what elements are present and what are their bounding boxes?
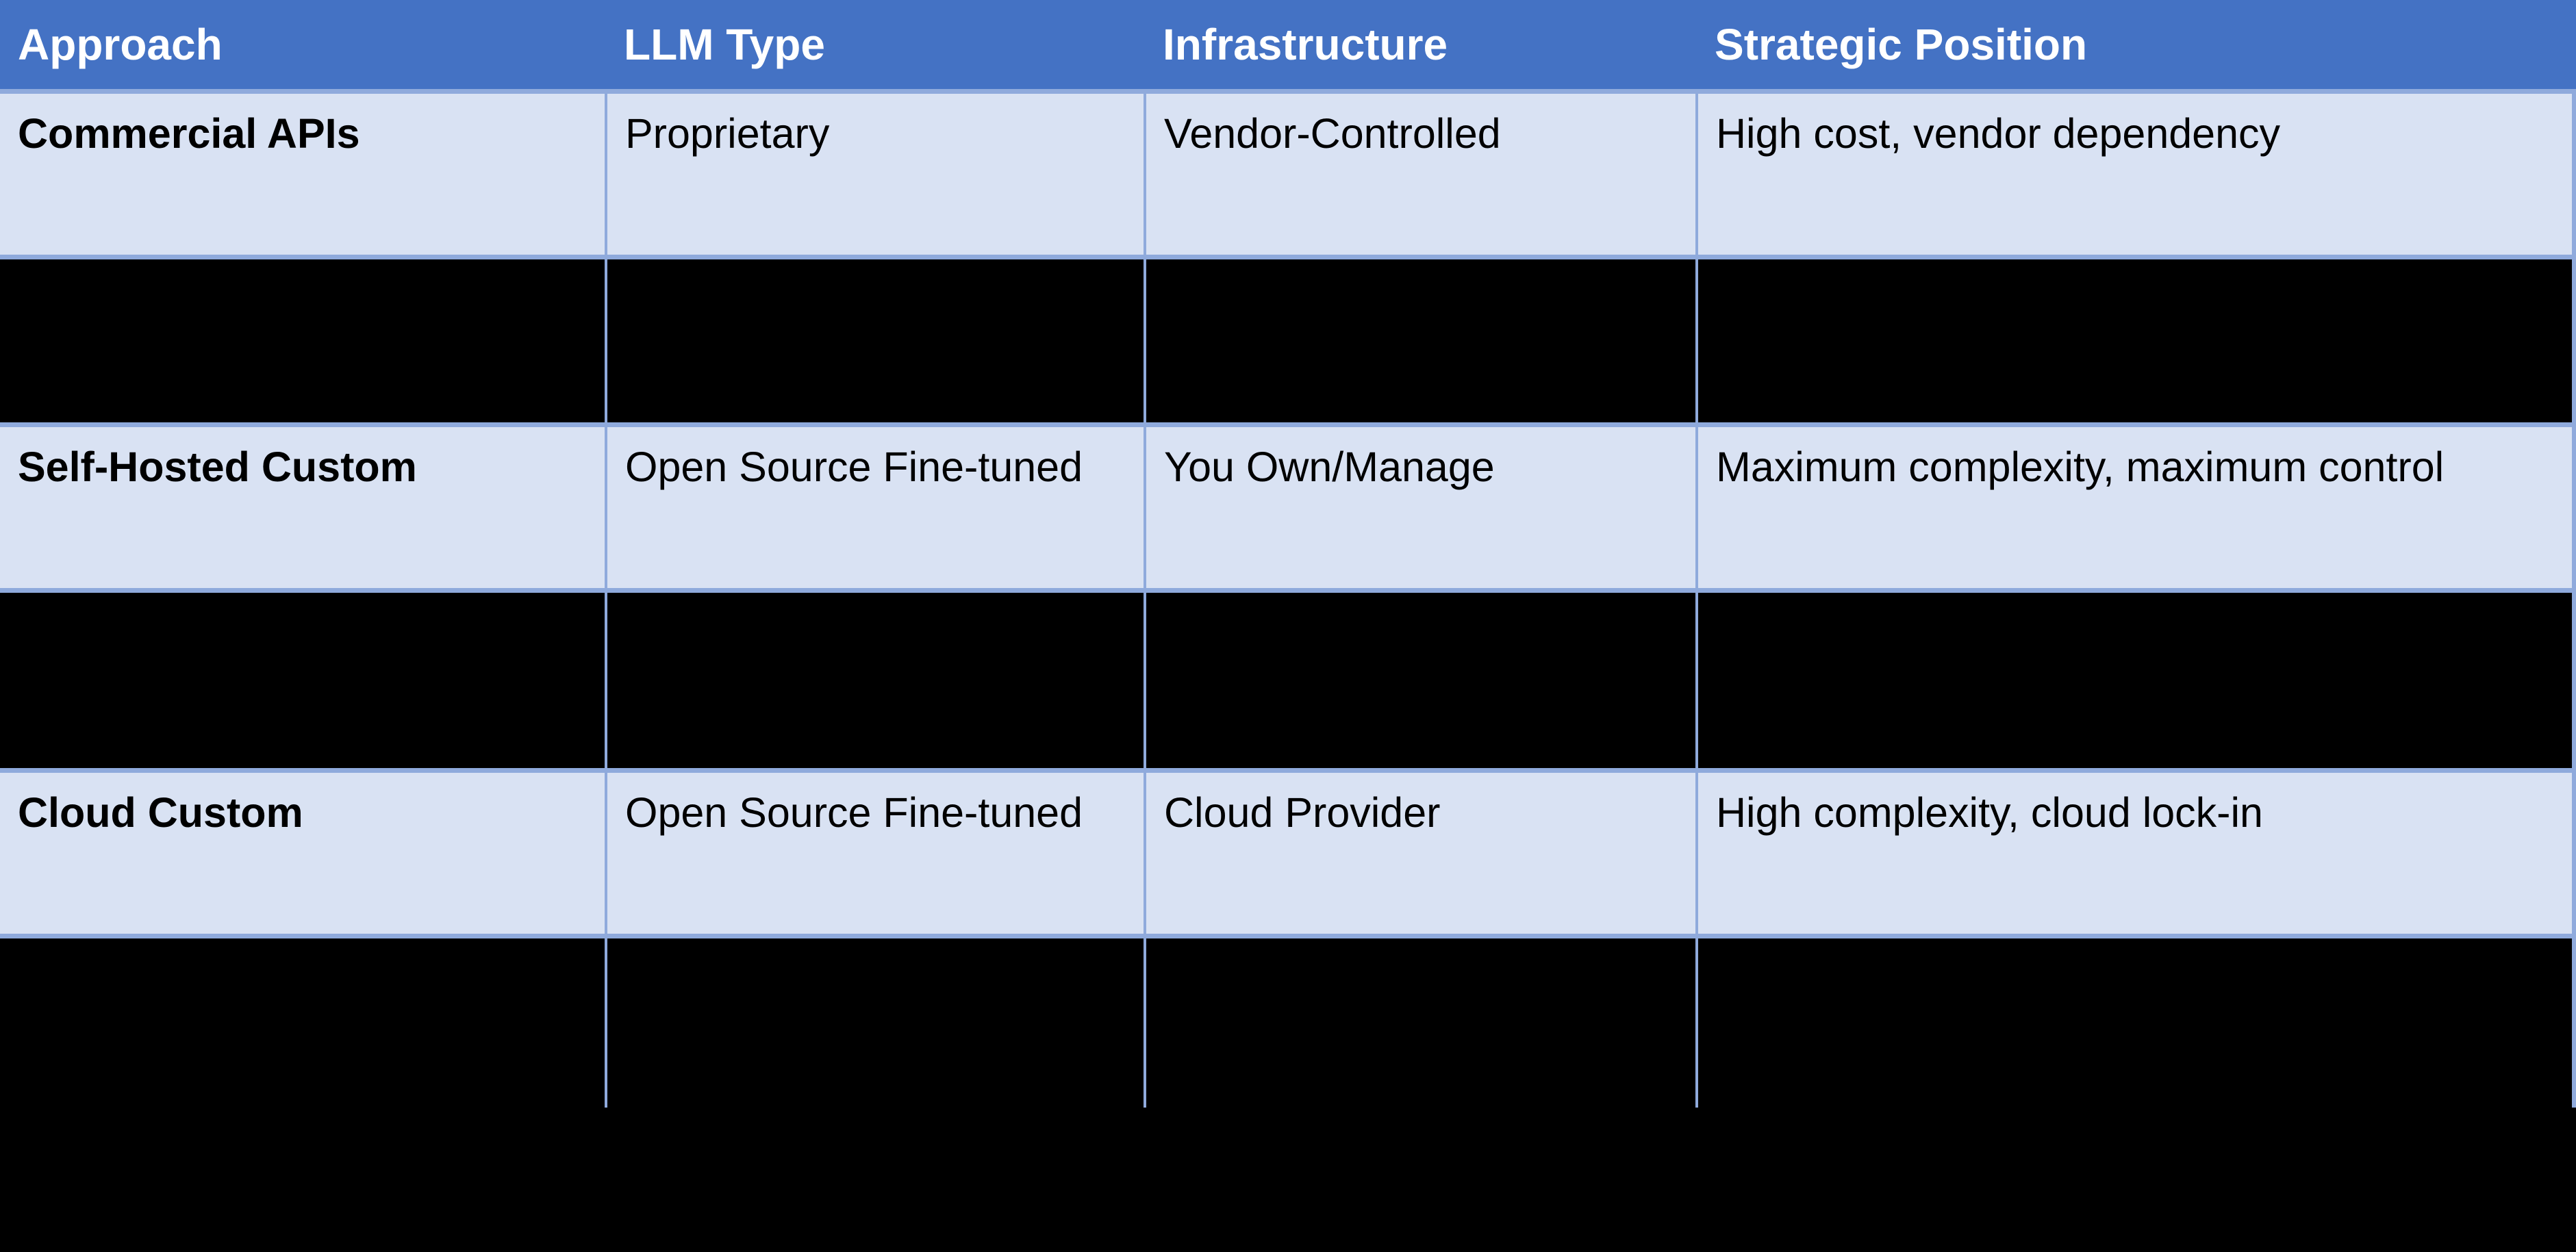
slide-lower-background <box>0 1108 2576 1252</box>
table-row-spacer <box>0 587 2576 773</box>
table-header: Approach LLM Type Infrastructure Strateg… <box>0 0 2576 91</box>
cell-approach: Cloud Custom <box>0 767 607 938</box>
table-row-spacer <box>0 254 2576 427</box>
cell-spacer-approach <box>0 933 607 1119</box>
cell-infrastructure: Cloud Provider <box>1144 767 1698 938</box>
table-row-commercial-apis: Commercial APIs Proprietary Vendor-Contr… <box>0 88 2576 259</box>
cell-strategic-position: High complexity, cloud lock-in <box>1695 767 2576 938</box>
comparison-table: Approach LLM Type Infrastructure Strateg… <box>0 0 2576 1119</box>
cell-llm-type: Open Source Fine-tuned <box>605 422 1146 593</box>
cell-llm-type: Open Source Fine-tuned <box>605 767 1146 938</box>
table-row-self-hosted-custom: Self-Hosted Custom Open Source Fine-tune… <box>0 422 2576 593</box>
column-header-approach[interactable]: Approach <box>0 0 606 91</box>
column-header-strategic-position[interactable]: Strategic Position <box>1697 0 2576 91</box>
cell-infrastructure: You Own/Manage <box>1144 422 1698 593</box>
column-header-infrastructure[interactable]: Infrastructure <box>1145 0 1697 91</box>
cell-spacer-approach <box>0 254 607 427</box>
table-body: Commercial APIs Proprietary Vendor-Contr… <box>0 88 2576 1119</box>
cell-spacer-strategic-position <box>1695 933 2576 1119</box>
cell-spacer-llm-type <box>605 933 1146 1119</box>
cell-spacer-strategic-position <box>1695 587 2576 773</box>
table-row-spacer <box>0 933 2576 1119</box>
cell-approach: Commercial APIs <box>0 88 607 259</box>
cell-spacer-infrastructure <box>1144 254 1698 427</box>
cell-spacer-llm-type <box>605 254 1146 427</box>
column-header-llm-type[interactable]: LLM Type <box>606 0 1145 91</box>
cell-spacer-llm-type <box>605 587 1146 773</box>
cell-spacer-strategic-position <box>1695 254 2576 427</box>
cell-infrastructure: Vendor-Controlled <box>1144 88 1698 259</box>
table-row-cloud-custom: Cloud Custom Open Source Fine-tuned Clou… <box>0 767 2576 938</box>
cell-spacer-infrastructure <box>1144 587 1698 773</box>
cell-strategic-position: Maximum complexity, maximum control <box>1695 422 2576 593</box>
cell-spacer-infrastructure <box>1144 933 1698 1119</box>
cell-approach: Self-Hosted Custom <box>0 422 607 593</box>
cell-llm-type: Proprietary <box>605 88 1146 259</box>
table-header-row: Approach LLM Type Infrastructure Strateg… <box>0 0 2576 91</box>
cell-strategic-position: High cost, vendor dependency <box>1695 88 2576 259</box>
cell-spacer-approach <box>0 587 607 773</box>
